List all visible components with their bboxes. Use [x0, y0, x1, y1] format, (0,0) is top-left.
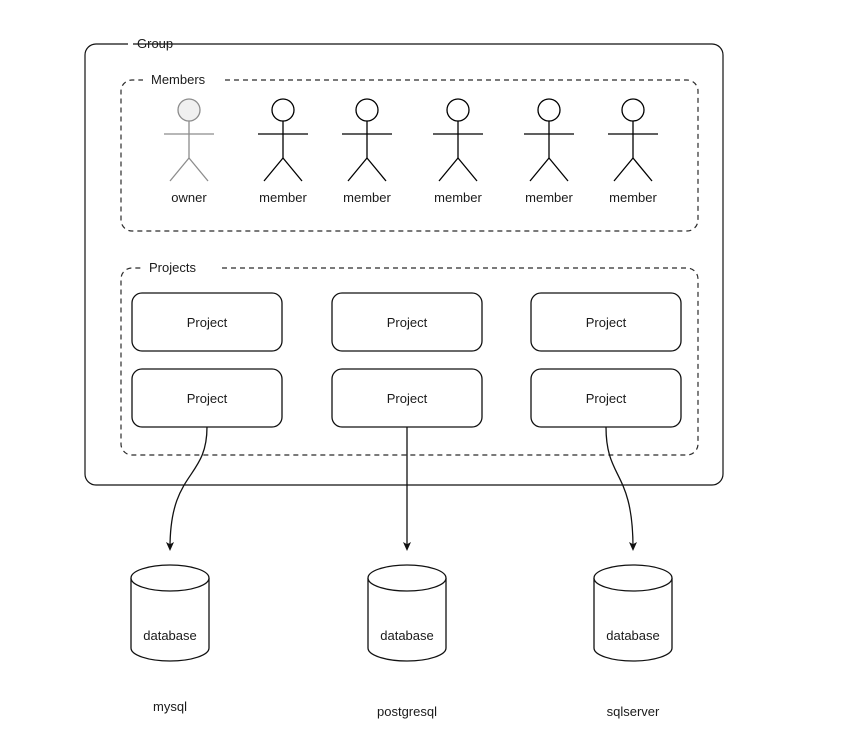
- project-box-shape: [530, 292, 682, 352]
- project-label: Project: [387, 391, 428, 406]
- member-2[interactable]: member: [258, 98, 308, 205]
- member-label: member: [434, 190, 482, 205]
- project-box[interactable]: Project: [530, 368, 682, 428]
- project-label: Project: [187, 315, 228, 330]
- connector-project-to-mysql: [166, 426, 208, 551]
- member-6[interactable]: member: [608, 98, 658, 205]
- stick-figure-icon: [433, 98, 483, 182]
- member-3[interactable]: member: [342, 98, 392, 205]
- project-label: Project: [586, 391, 627, 406]
- database-inner-label: database: [606, 628, 660, 643]
- project-box-shape: [331, 292, 483, 352]
- members-title: Members: [151, 72, 206, 87]
- database-inner-label: database: [380, 628, 434, 643]
- members-border: [120, 79, 699, 232]
- connector-project-to-sqlserver: [605, 426, 637, 551]
- project-label: Project: [187, 391, 228, 406]
- member-label: member: [525, 190, 573, 205]
- stick-figure-icon: [524, 98, 574, 182]
- member-label: member: [259, 190, 307, 205]
- stick-figure-icon: [608, 98, 658, 182]
- projects-container[interactable]: Projects: [120, 260, 699, 456]
- member-label: member: [609, 190, 657, 205]
- project-label: Project: [387, 315, 428, 330]
- members-container[interactable]: Members: [120, 72, 699, 232]
- project-label: Project: [586, 315, 627, 330]
- project-box[interactable]: Project: [331, 292, 483, 352]
- cylinder-icon: [130, 564, 210, 662]
- cylinder-icon: [593, 564, 673, 662]
- member-owner[interactable]: owner: [164, 98, 214, 205]
- cylinder-icon: [367, 564, 447, 662]
- member-4[interactable]: member: [433, 98, 483, 205]
- projects-title: Projects: [149, 260, 196, 275]
- project-box-shape: [131, 292, 283, 352]
- database-name: postgresql: [377, 704, 437, 719]
- project-box[interactable]: Project: [131, 292, 283, 352]
- member-5[interactable]: member: [524, 98, 574, 205]
- project-box[interactable]: Project: [530, 292, 682, 352]
- database-sqlserver[interactable]: database sqlserver: [593, 564, 673, 719]
- stick-figure-icon: [342, 98, 392, 182]
- project-box[interactable]: Project: [331, 368, 483, 428]
- group-container[interactable]: Group: [84, 36, 724, 486]
- stick-figure-icon: [164, 98, 214, 182]
- group-title: Group: [137, 36, 173, 51]
- group-border: [84, 43, 724, 486]
- database-mysql[interactable]: database mysql: [130, 564, 210, 714]
- database-inner-label: database: [143, 628, 197, 643]
- database-name: sqlserver: [607, 704, 660, 719]
- stick-figure-icon: [258, 98, 308, 182]
- member-label: member: [343, 190, 391, 205]
- projects-border: [120, 267, 699, 456]
- member-label: owner: [171, 190, 207, 205]
- database-name: mysql: [153, 699, 187, 714]
- project-box[interactable]: Project: [131, 368, 283, 428]
- database-postgresql[interactable]: database postgresql: [367, 564, 447, 719]
